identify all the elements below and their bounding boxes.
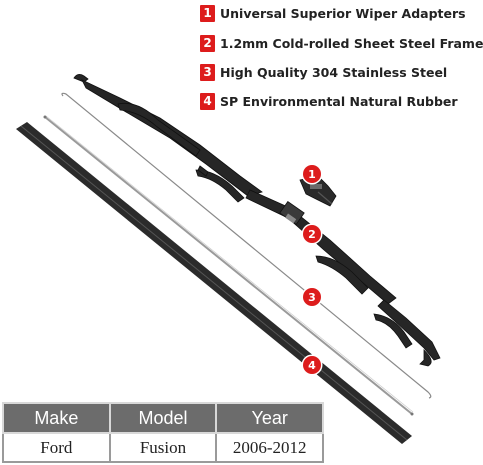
- steel-vertebra: [43, 115, 414, 416]
- column-header-make: Make: [2, 402, 111, 434]
- callout-marker-1: 1: [303, 165, 321, 183]
- table-header-row: Make Model Year: [2, 402, 324, 434]
- feature-text: High Quality 304 Stainless Steel: [220, 64, 448, 80]
- wiper-frame: [73, 74, 441, 367]
- feature-item: 2 1.2mm Cold-rolled Sheet Steel Frame: [200, 32, 483, 54]
- feature-number-badge: 3: [200, 63, 215, 81]
- steel-wire: [61, 92, 432, 399]
- callout-marker-3: 3: [303, 288, 321, 306]
- cell-model: Fusion: [108, 432, 218, 463]
- callout-marker-2: 2: [303, 225, 321, 243]
- feature-number-badge: 2: [200, 34, 215, 52]
- feature-item: 3 High Quality 304 Stainless Steel: [200, 61, 447, 83]
- column-header-model: Model: [108, 402, 218, 434]
- feature-text: Universal Superior Wiper Adapters: [220, 5, 466, 21]
- table-row: Ford Fusion 2006-2012: [2, 432, 324, 463]
- callout-marker-4: 4: [303, 356, 321, 374]
- column-header-year: Year: [215, 402, 324, 434]
- feature-text: SP Environmental Natural Rubber: [220, 93, 458, 109]
- fitment-table: Make Model Year Ford Fusion 2006-2012: [2, 402, 324, 463]
- feature-number-badge: 4: [200, 92, 215, 110]
- feature-number-badge: 1: [200, 4, 215, 22]
- feature-text: 1.2mm Cold-rolled Sheet Steel Frame: [220, 35, 483, 51]
- feature-item: 4 SP Environmental Natural Rubber: [200, 90, 458, 112]
- feature-item: 1 Universal Superior Wiper Adapters: [200, 2, 466, 24]
- cell-make: Ford: [2, 432, 111, 463]
- cell-year: 2006-2012: [215, 432, 324, 463]
